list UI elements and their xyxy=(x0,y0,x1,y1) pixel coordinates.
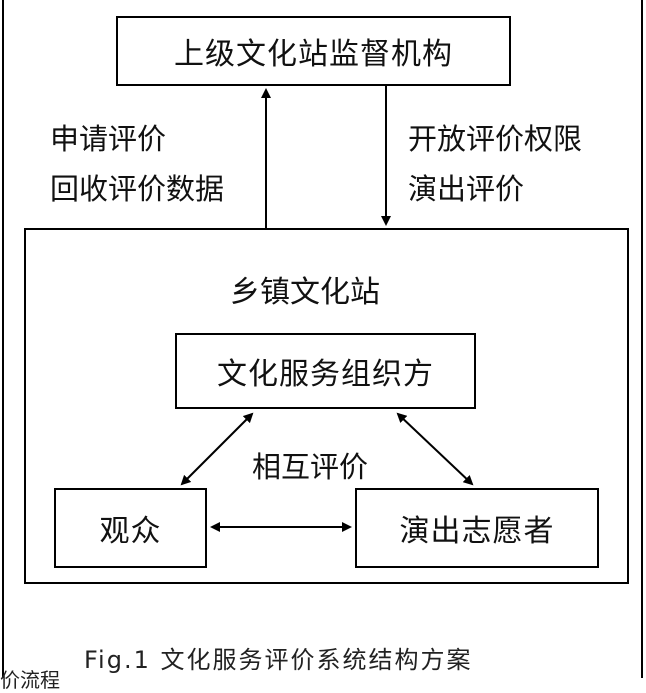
label-open-permission: 开放评价权限 xyxy=(408,122,583,156)
organizer-box: 文化服务组织方 xyxy=(175,333,476,409)
label-performance-evaluation: 演出评价 xyxy=(408,172,525,206)
volunteers-label: 演出志愿者 xyxy=(399,514,555,549)
label-collect-data: 回收评价数据 xyxy=(50,172,225,206)
arrow-organizer-volunteers xyxy=(396,412,474,486)
audience-box: 观众 xyxy=(54,488,207,568)
organizer-label: 文化服务组织方 xyxy=(217,357,434,392)
township-station-label: 乡镇文化站 xyxy=(230,275,380,310)
audience-label: 观众 xyxy=(99,514,162,549)
arrows-layer xyxy=(180,86,474,532)
volunteers-box: 演出志愿者 xyxy=(355,488,599,568)
supervisor-box: 上级文化站监督机构 xyxy=(116,16,511,86)
figure-caption: Fig.1 文化服务评价系统结构方案 xyxy=(84,646,473,674)
page-right-edge xyxy=(641,0,643,678)
stray-body-text: 价流程 xyxy=(0,668,60,692)
arrow-organizer-audience xyxy=(180,412,254,486)
page-left-edge xyxy=(2,0,4,678)
label-apply-evaluation: 申请评价 xyxy=(50,122,167,156)
supervisor-label: 上级文化站监督机构 xyxy=(174,37,453,72)
label-mutual-evaluation: 相互评价 xyxy=(252,450,369,484)
